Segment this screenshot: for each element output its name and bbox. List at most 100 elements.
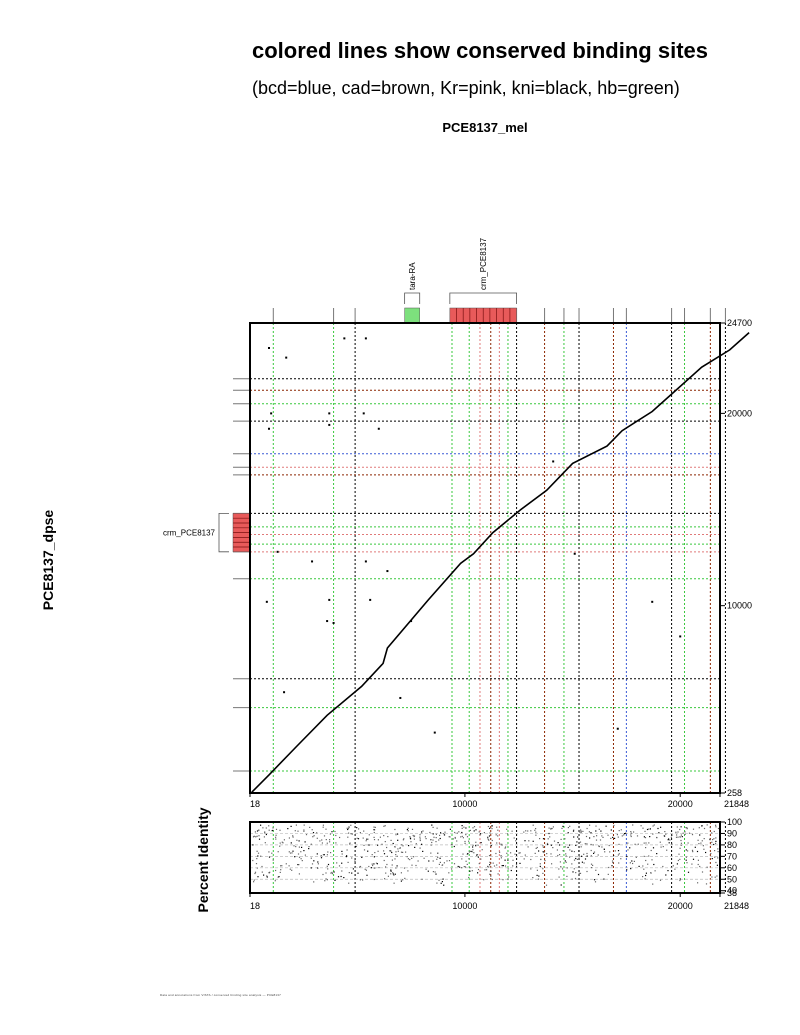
pid-point: [451, 844, 453, 846]
pid-point: [649, 828, 651, 830]
pid-point: [700, 842, 702, 844]
pid-point: [676, 834, 678, 836]
pid-point: [341, 862, 343, 864]
pid-point: [443, 833, 445, 835]
pid-point: [667, 870, 669, 872]
pid-point: [569, 849, 571, 851]
pid-point: [630, 832, 632, 834]
pid-frame: [249, 821, 721, 894]
pid-point: [574, 877, 577, 880]
pid-point: [442, 864, 444, 866]
pid-point: [686, 827, 688, 829]
pid-point: [439, 834, 441, 836]
pid-point: [409, 859, 411, 861]
alignment-point: [362, 412, 365, 415]
pid-point: [709, 827, 711, 829]
pid-point: [675, 836, 678, 838]
pid-point: [327, 868, 329, 870]
pid-point: [337, 876, 340, 878]
pid-point: [313, 835, 315, 837]
pid-point: [390, 869, 392, 871]
pid-point: [650, 849, 652, 852]
pid-point: [258, 829, 260, 831]
pid-point: [440, 832, 442, 834]
pid-point: [283, 839, 285, 841]
pid-point: [303, 830, 305, 832]
pid-point: [614, 837, 616, 839]
pid-point: [253, 835, 255, 837]
pid-point: [405, 851, 407, 853]
pid-point: [705, 851, 707, 854]
pid-point: [678, 853, 680, 855]
top-annotation-bracket: [404, 292, 421, 304]
pid-point: [486, 869, 488, 871]
pid-point: [599, 839, 602, 841]
pid-point: [575, 857, 577, 860]
pid-point: [260, 855, 262, 857]
pid-point: [677, 859, 679, 862]
pid-point: [519, 862, 521, 864]
pid-point: [298, 856, 301, 858]
pid-point: [266, 876, 268, 878]
pid-point: [466, 863, 468, 865]
pid-point: [664, 831, 666, 833]
pid-point: [311, 829, 313, 831]
pid-point: [671, 843, 673, 845]
pid-point: [602, 836, 604, 838]
pid-point: [515, 840, 517, 842]
pid-point: [377, 844, 379, 846]
pid-point: [590, 849, 592, 852]
pid-point: [687, 842, 689, 844]
pid-point: [504, 865, 507, 867]
pid-point: [706, 824, 708, 826]
pid-point: [643, 836, 645, 838]
pid-point: [561, 827, 563, 829]
pid-point: [413, 856, 415, 858]
pid-point: [363, 830, 365, 832]
pid-point: [386, 855, 388, 857]
pid-point: [633, 860, 635, 862]
pid-point: [464, 840, 466, 843]
pid-point: [504, 847, 506, 849]
pid-point: [430, 844, 432, 846]
pid-point: [387, 875, 389, 877]
pid-point: [322, 826, 324, 828]
pid-point: [711, 876, 713, 878]
pid-point: [465, 834, 467, 836]
pid-point: [580, 831, 582, 833]
pid-point: [263, 874, 265, 876]
pid-point: [594, 881, 597, 883]
pid-point: [715, 837, 717, 839]
pid-point: [347, 828, 350, 830]
y-tick-label: 24700: [727, 318, 752, 328]
pid-point: [395, 851, 397, 853]
pid-point: [264, 842, 266, 844]
pid-point: [446, 860, 448, 862]
pid-point: [565, 861, 567, 863]
alignment-point: [386, 570, 389, 573]
pid-x-tick-label: 18: [250, 901, 260, 911]
pid-point: [381, 843, 383, 845]
pid-point: [539, 838, 541, 840]
x-axis-label: PCE8137_mel: [442, 120, 528, 135]
pid-point: [551, 863, 553, 865]
pid-point: [658, 832, 660, 834]
pid-point: [347, 836, 349, 838]
pid-point: [407, 858, 409, 860]
pid-point: [303, 824, 305, 826]
pid-point: [415, 864, 417, 867]
pid-point: [295, 846, 297, 848]
pid-point: [469, 829, 471, 831]
pid-point: [477, 844, 479, 846]
pid-point: [435, 837, 437, 839]
pid-point: [636, 835, 639, 837]
pid-point: [373, 878, 375, 881]
alignment-point: [283, 691, 286, 694]
pid-point: [329, 841, 331, 843]
pid-point: [688, 832, 691, 834]
pid-point: [367, 850, 369, 852]
pid-point: [618, 830, 620, 832]
pid-point: [580, 846, 582, 848]
pid-point: [386, 863, 388, 866]
alignment-point: [552, 460, 555, 463]
